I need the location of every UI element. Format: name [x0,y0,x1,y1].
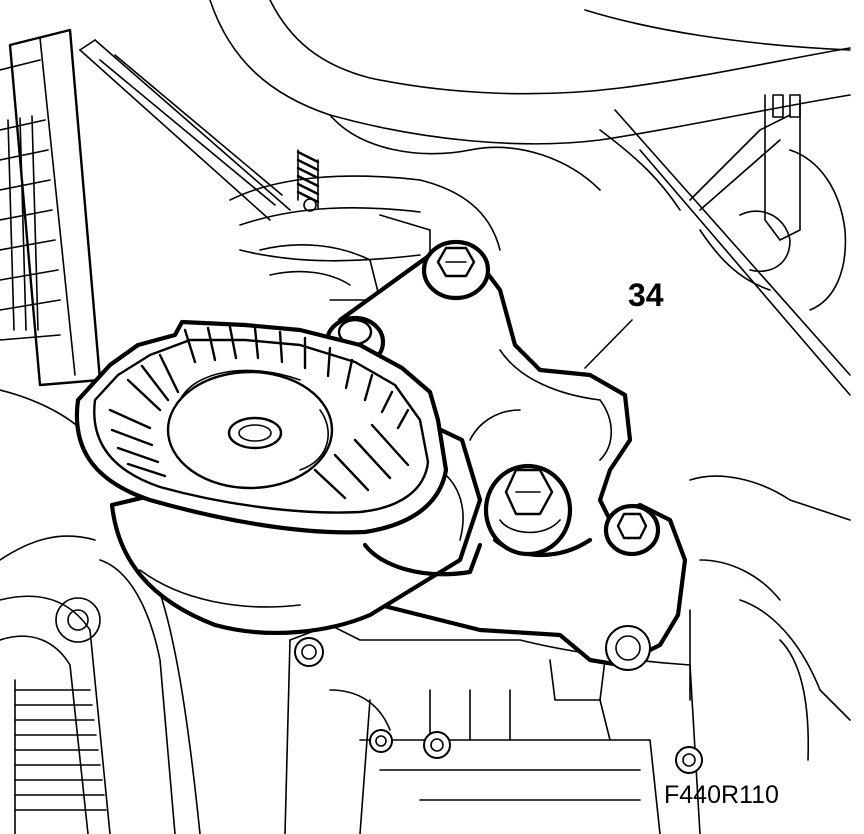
radiator-grille [0,28,102,387]
callout-leader-line [584,319,633,369]
mount-center-hole [227,416,283,450]
top-bolt [421,239,491,301]
rubber-mount [74,319,483,635]
right-bolt [603,503,661,557]
housing-bolt [423,731,451,759]
housing-bolt [369,729,393,753]
heat-shield [74,319,449,535]
housing-bolt [294,637,324,667]
housing-bolt [675,746,703,774]
callout: 34 [584,277,664,369]
corrugated-hose [14,679,107,834]
spring-coil [296,149,320,212]
center-bolt [483,463,573,557]
figure-code: F440R110 [664,781,779,809]
gearbox-housing [284,624,703,834]
bracket-hole [605,625,651,671]
callout-label: 34 [628,277,664,313]
